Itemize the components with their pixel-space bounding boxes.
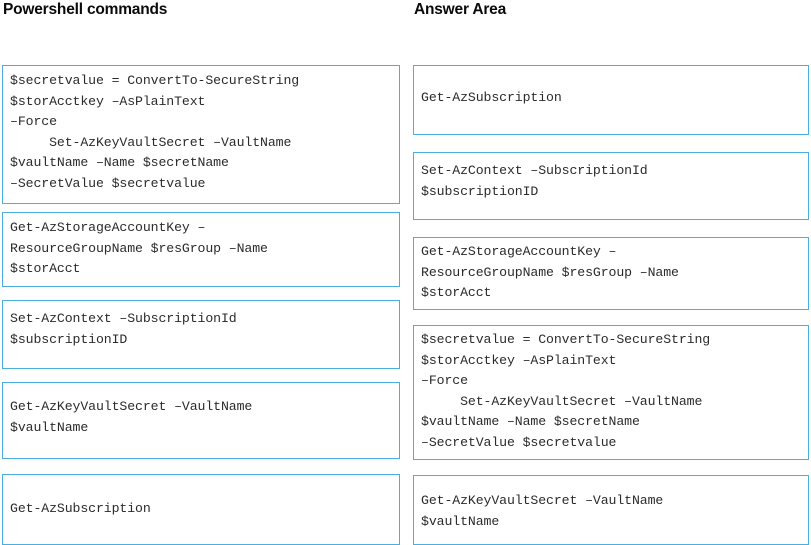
command-text: Set-AzContext –SubscriptionId $subscript…	[10, 311, 237, 347]
command-text: Get-AzSubscription	[421, 90, 562, 105]
answer-area-heading: Answer Area	[414, 1, 506, 18]
answer-card-get-azkeyvaultsecret[interactable]: Get-AzKeyVaultSecret –VaultName $vaultNa…	[413, 475, 809, 545]
answer-card-get-azsubscription[interactable]: Get-AzSubscription	[413, 65, 809, 135]
answer-card-set-azcontext[interactable]: Set-AzContext –SubscriptionId $subscript…	[413, 152, 809, 220]
command-text: Get-AzKeyVaultSecret –VaultName $vaultNa…	[10, 399, 253, 435]
command-text: Get-AzStorageAccountKey – ResourceGroupN…	[421, 244, 679, 300]
command-text: Get-AzSubscription	[10, 501, 151, 516]
command-text: Get-AzStorageAccountKey – ResourceGroupN…	[10, 220, 268, 276]
command-card-get-azkeyvaultsecret[interactable]: Get-AzKeyVaultSecret –VaultName $vaultNa…	[2, 382, 400, 459]
command-card-get-azstorageaccountkey[interactable]: Get-AzStorageAccountKey – ResourceGroupN…	[2, 212, 400, 287]
powershell-commands-column: Powershell commands $secretvalue = Conve…	[2, 0, 400, 545]
command-text: $secretvalue = ConvertTo-SecureString $s…	[10, 73, 300, 191]
command-text: Get-AzKeyVaultSecret –VaultName $vaultNa…	[421, 493, 664, 529]
answer-card-set-azkeyvaultsecret[interactable]: $secretvalue = ConvertTo-SecureString $s…	[413, 325, 809, 460]
command-card-set-azkeyvaultsecret[interactable]: $secretvalue = ConvertTo-SecureString $s…	[2, 65, 400, 204]
command-card-get-azsubscription[interactable]: Get-AzSubscription	[2, 474, 400, 545]
command-text: Set-AzContext –SubscriptionId $subscript…	[421, 163, 648, 199]
command-card-set-azcontext[interactable]: Set-AzContext –SubscriptionId $subscript…	[2, 300, 400, 369]
powershell-commands-heading: Powershell commands	[3, 1, 168, 18]
command-text: $secretvalue = ConvertTo-SecureString $s…	[421, 332, 711, 450]
answer-card-get-azstorageaccountkey[interactable]: Get-AzStorageAccountKey – ResourceGroupN…	[413, 237, 809, 310]
